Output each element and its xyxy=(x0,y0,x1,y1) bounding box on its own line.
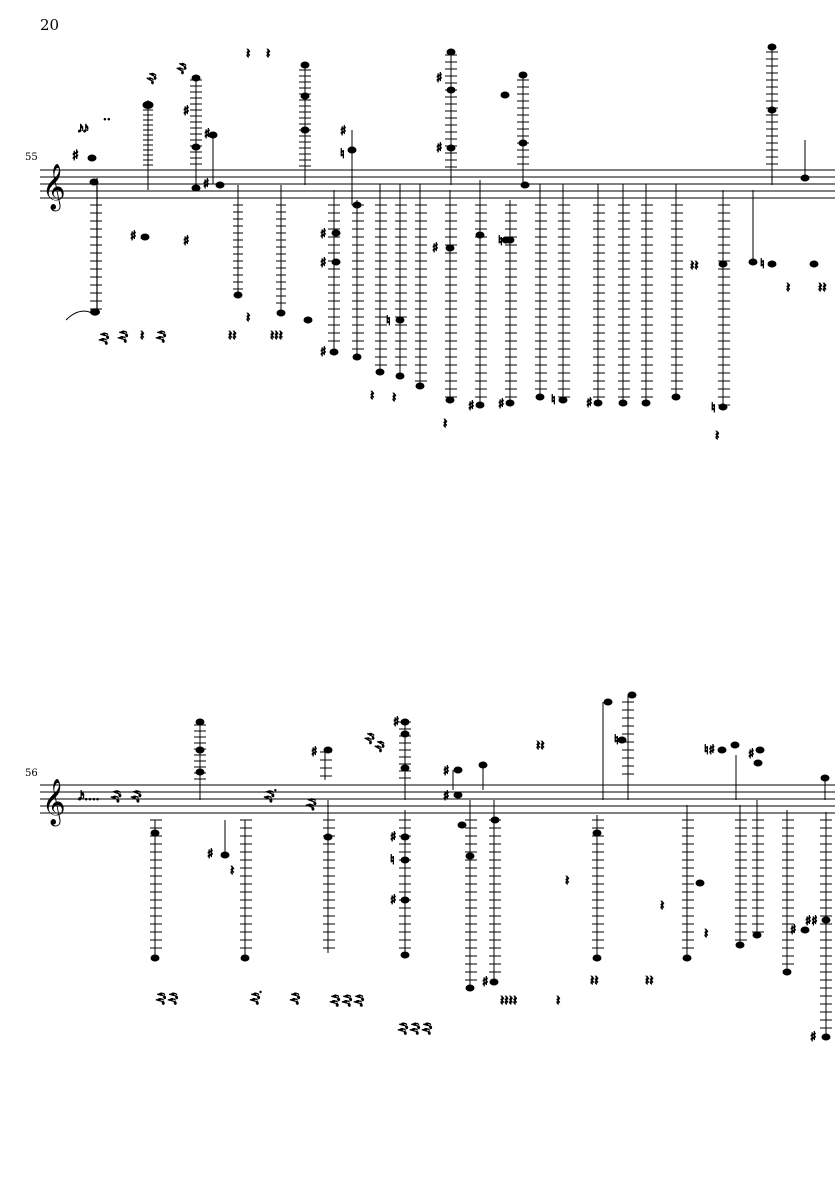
measure-number-55: 55 xyxy=(25,152,38,163)
svg-text:𝅘𝅥𝅯𝅘𝅥𝅯: 𝅘𝅥𝅯𝅘𝅥𝅯 xyxy=(374,739,389,754)
svg-text:𝅘𝅥𝅯𝅘𝅥𝅯: 𝅘𝅥𝅯𝅘𝅥𝅯 xyxy=(328,993,344,1008)
svg-text:𝅘𝅥𝅯𝅘𝅥𝅯: 𝅘𝅥𝅯𝅘𝅥𝅯 xyxy=(352,993,368,1008)
svg-text:♮: ♮ xyxy=(390,853,395,868)
svg-text:♯: ♯ xyxy=(443,764,449,779)
staff-1 xyxy=(40,169,835,199)
svg-text:♯: ♯ xyxy=(498,397,504,412)
svg-text:𝄽: 𝄽 xyxy=(556,993,560,1009)
svg-text:♮♯: ♮♯ xyxy=(704,743,715,758)
svg-text:𝅘𝅥𝅯𝅘𝅥𝅯: 𝅘𝅥𝅯𝅘𝅥𝅯 xyxy=(420,1021,436,1036)
svg-text:𝄽𝄽: 𝄽𝄽 xyxy=(690,258,699,274)
svg-text:𝅘𝅥𝅯𝅘𝅥𝅯.: 𝅘𝅥𝅯𝅘𝅥𝅯. xyxy=(248,988,264,1006)
svg-text:♯: ♯ xyxy=(311,745,317,760)
svg-text:♯: ♯ xyxy=(393,715,399,730)
svg-text:♮: ♮ xyxy=(340,147,345,162)
svg-text:♯: ♯ xyxy=(320,256,326,271)
svg-text:𝄽: 𝄽 xyxy=(246,46,250,62)
svg-text:𝄽: 𝄽 xyxy=(715,428,719,444)
treble-clef-icon: 𝄞 xyxy=(42,164,66,212)
svg-text:♯: ♯ xyxy=(748,747,754,762)
svg-text:♮: ♮ xyxy=(498,234,503,249)
svg-text:𝄽𝄽𝄽𝄽: 𝄽𝄽𝄽𝄽 xyxy=(500,993,517,1009)
svg-text:𝅘𝅥𝅯𝅘𝅥𝅯: 𝅘𝅥𝅯𝅘𝅥𝅯 xyxy=(340,993,356,1008)
svg-text:𝄽: 𝄽 xyxy=(443,416,447,432)
svg-text:𝄽: 𝄽 xyxy=(704,926,708,942)
svg-text:𝅘𝅥𝅯𝅘𝅥𝅯: 𝅘𝅥𝅯𝅘𝅥𝅯 xyxy=(146,71,161,86)
svg-text:♯: ♯ xyxy=(72,148,79,164)
svg-text:𝄽𝄽: 𝄽𝄽 xyxy=(536,738,545,754)
svg-text:𝄽𝄽𝄽: 𝄽𝄽𝄽 xyxy=(270,328,283,344)
svg-text:𝄽: 𝄽 xyxy=(246,310,250,326)
svg-text:♯: ♯ xyxy=(390,830,396,845)
svg-text:♯: ♯ xyxy=(183,104,189,119)
svg-text:𝄽𝄽: 𝄽𝄽 xyxy=(228,328,237,344)
svg-text:𝄽: 𝄽 xyxy=(266,46,270,62)
svg-text:♯: ♯ xyxy=(443,789,449,804)
svg-text:𝄽𝄽: 𝄽𝄽 xyxy=(590,973,599,989)
notes-system-2: 𝅘𝅥𝅯.... 𝅘𝅥𝅯𝅘𝅥𝅯 𝅘𝅥𝅯𝅘𝅥𝅯 xyxy=(78,691,832,1046)
svg-text:𝄽: 𝄽 xyxy=(786,280,790,296)
svg-text:𝄽: 𝄽 xyxy=(392,390,396,406)
treble-clef-icon-2: 𝄞 xyxy=(42,779,66,827)
svg-text:♮: ♮ xyxy=(551,393,556,408)
svg-text:𝄽: 𝄽 xyxy=(565,873,569,889)
svg-text:𝅘𝅥𝅯𝅘𝅥𝅯: 𝅘𝅥𝅯𝅘𝅥𝅯 xyxy=(154,991,170,1006)
svg-text:𝅘𝅥𝅯𝅘𝅥𝅯: 𝅘𝅥𝅯𝅘𝅥𝅯 xyxy=(166,991,182,1006)
svg-text:♯: ♯ xyxy=(810,1030,816,1045)
svg-text:𝅘𝅥𝅯𝅘𝅥𝅯: 𝅘𝅥𝅯𝅘𝅥𝅯 xyxy=(116,329,132,344)
svg-text:♯: ♯ xyxy=(790,923,796,938)
svg-text:♯♯: ♯♯ xyxy=(805,914,818,929)
svg-text:♮: ♮ xyxy=(614,733,619,748)
svg-text:𝅘𝅥𝅯𝅘𝅥𝅯: 𝅘𝅥𝅯𝅘𝅥𝅯 xyxy=(304,796,320,811)
svg-text:♯: ♯ xyxy=(320,227,326,242)
notes-system-1: ♯ 𝅘𝅥𝅯𝅘𝅥𝅯 .. xyxy=(65,43,827,445)
svg-text:♯: ♯ xyxy=(436,71,442,86)
svg-text:𝄽𝄽: 𝄽𝄽 xyxy=(645,973,654,989)
svg-text:𝅘𝅥𝅯𝅘𝅥𝅯: 𝅘𝅥𝅯𝅘𝅥𝅯 xyxy=(396,1021,412,1036)
svg-text:𝄽: 𝄽 xyxy=(370,388,374,404)
svg-text:𝄽: 𝄽 xyxy=(230,863,234,879)
svg-text:♯: ♯ xyxy=(340,124,346,139)
page-number: 20 xyxy=(40,16,60,34)
svg-text:𝅘𝅥𝅯𝅘𝅥𝅯: 𝅘𝅥𝅯𝅘𝅥𝅯 xyxy=(154,329,170,344)
svg-text:𝅘𝅥𝅯𝅘𝅥𝅯: 𝅘𝅥𝅯𝅘𝅥𝅯 xyxy=(109,788,125,803)
svg-text:𝅘𝅥𝅯𝅘𝅥𝅯.: 𝅘𝅥𝅯𝅘𝅥𝅯. xyxy=(262,785,279,803)
svg-text:𝅘𝅥𝅯𝅘𝅥𝅯: 𝅘𝅥𝅯𝅘𝅥𝅯 xyxy=(176,61,191,76)
svg-text:♮: ♮ xyxy=(386,314,391,329)
staff-2 xyxy=(40,784,835,814)
svg-text:𝅘𝅥𝅯𝅘𝅥𝅯: 𝅘𝅥𝅯𝅘𝅥𝅯 xyxy=(129,788,145,803)
svg-text:♯: ♯ xyxy=(586,396,592,411)
svg-text:♮: ♮ xyxy=(711,401,716,416)
svg-text:♮: ♮ xyxy=(760,257,765,272)
svg-text:♯: ♯ xyxy=(320,345,326,360)
svg-text:♯: ♯ xyxy=(390,893,396,908)
svg-text:♯: ♯ xyxy=(203,177,209,192)
svg-text:♯: ♯ xyxy=(436,141,442,156)
svg-text:..: .. xyxy=(103,109,111,123)
svg-text:𝅘𝅥𝅯𝅘𝅥𝅯: 𝅘𝅥𝅯𝅘𝅥𝅯 xyxy=(78,124,89,135)
svg-text:𝄽: 𝄽 xyxy=(140,328,144,344)
svg-text:♯: ♯ xyxy=(204,127,210,142)
measure-number-56: 56 xyxy=(25,768,38,779)
svg-text:𝅘𝅥𝅯𝅘𝅥𝅯: 𝅘𝅥𝅯𝅘𝅥𝅯 xyxy=(97,331,113,346)
svg-text:𝄽: 𝄽 xyxy=(660,898,664,914)
svg-text:♯: ♯ xyxy=(183,234,189,249)
svg-text:♯: ♯ xyxy=(482,975,488,990)
svg-text:♯: ♯ xyxy=(432,241,438,256)
svg-text:𝅘𝅥𝅯𝅘𝅥𝅯: 𝅘𝅥𝅯𝅘𝅥𝅯 xyxy=(288,991,304,1006)
svg-text:𝅘𝅥𝅯....: 𝅘𝅥𝅯.... xyxy=(78,789,100,803)
svg-text:♯: ♯ xyxy=(207,847,213,862)
svg-text:𝄽𝄽: 𝄽𝄽 xyxy=(818,280,827,296)
svg-text:♯: ♯ xyxy=(468,399,474,414)
svg-text:𝅘𝅥𝅯𝅘𝅥𝅯: 𝅘𝅥𝅯𝅘𝅥𝅯 xyxy=(408,1021,424,1036)
svg-text:♯: ♯ xyxy=(130,229,136,244)
